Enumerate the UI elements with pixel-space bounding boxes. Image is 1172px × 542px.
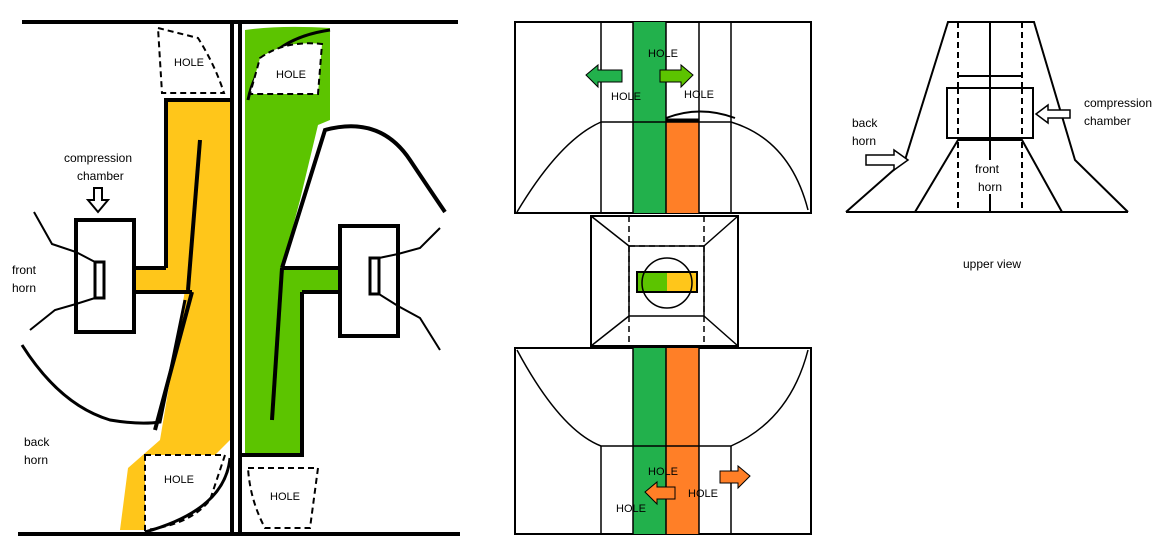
label-front-horn-top: horn — [978, 180, 1002, 194]
green-channel-outline — [242, 292, 304, 457]
diag-1 — [590, 215, 630, 247]
label-hole-1: HOLE — [174, 57, 204, 69]
arrow-left-icon — [1034, 103, 1071, 125]
arrow-left-orange-icon — [644, 480, 676, 506]
back-horn-curve-left — [20, 299, 187, 425]
top-horn-flare — [516, 121, 809, 213]
back-horn-curve-right — [280, 124, 447, 269]
hole-top-left — [156, 26, 226, 94]
label-hole-3: HOLE — [164, 474, 194, 486]
cone-right-upper — [378, 227, 441, 259]
label-hole-8: HOLE — [648, 466, 678, 478]
label-hole-2: HOLE — [276, 69, 306, 81]
label-front-horn: horn — [12, 281, 36, 295]
yellow-throat — [134, 268, 185, 292]
label-chamber-top: chamber — [1084, 114, 1131, 128]
cone-left-lower — [29, 297, 96, 331]
label-compression-top: compression — [1084, 96, 1152, 110]
label-hole-4: HOLE — [270, 491, 300, 503]
arrow-down-icon — [85, 187, 111, 214]
driver-slot — [636, 271, 698, 293]
diag-3 — [590, 315, 630, 347]
label-back: back — [24, 435, 50, 449]
inner-wall — [186, 139, 202, 291]
front-view: HOLE HOLE HOLE HOLE HOLE HOLE — [514, 21, 812, 535]
driver-circle — [641, 257, 693, 309]
front-horn-shape — [914, 139, 1063, 213]
inner-wall-green — [270, 267, 284, 421]
label-back-horn-top: horn — [852, 134, 876, 148]
yellow-channel-outline — [164, 98, 230, 268]
label-chamber: chamber — [77, 169, 124, 183]
label-front: front — [12, 263, 37, 277]
driver-left — [93, 260, 106, 300]
arrow-right-orange-icon — [719, 464, 751, 490]
hole-bottom-left — [144, 454, 227, 532]
orange-strip-top — [666, 122, 699, 213]
label-back-horn: horn — [24, 453, 48, 467]
label-back-top: back — [852, 116, 878, 130]
green-strip-top — [633, 22, 666, 213]
driver-slot-yellow — [667, 272, 697, 292]
label-upper-view: upper view — [963, 257, 1021, 271]
green-strip-bottom — [633, 348, 666, 534]
arrow-right-icon — [865, 148, 910, 172]
side-section: HOLE HOLE HOLE HOLE compression chamber … — [12, 20, 460, 536]
diag-2 — [703, 215, 739, 247]
cone-left-upper — [33, 211, 96, 263]
driver-slot-green — [637, 272, 667, 292]
diag-4 — [703, 315, 739, 347]
label-hole-6: HOLE — [611, 91, 641, 103]
green-channel — [245, 26, 340, 455]
label-hole-9: HOLE — [688, 488, 718, 500]
hole-top-right — [248, 42, 324, 95]
orange-strip-bottom — [666, 348, 699, 534]
label-front-top: front — [975, 162, 1000, 176]
upper-view: front horn back horn compression chamber… — [845, 21, 1152, 271]
front-horn-label-bg — [972, 160, 1010, 194]
top-hole-arc — [665, 110, 736, 119]
hole-bottom-left-curve — [144, 457, 232, 534]
label-hole-5: HOLE — [648, 48, 678, 60]
arrow-right-green-icon — [659, 63, 694, 89]
yellow-channel — [120, 100, 230, 530]
label-hole-7: HOLE — [684, 89, 714, 101]
hole-bottom-right — [246, 467, 320, 529]
arrow-left-green-icon — [585, 63, 623, 89]
driver-right — [368, 256, 381, 296]
cone-right-lower — [378, 293, 441, 351]
label-compression: compression — [64, 151, 132, 165]
label-hole-10: HOLE — [616, 503, 646, 515]
